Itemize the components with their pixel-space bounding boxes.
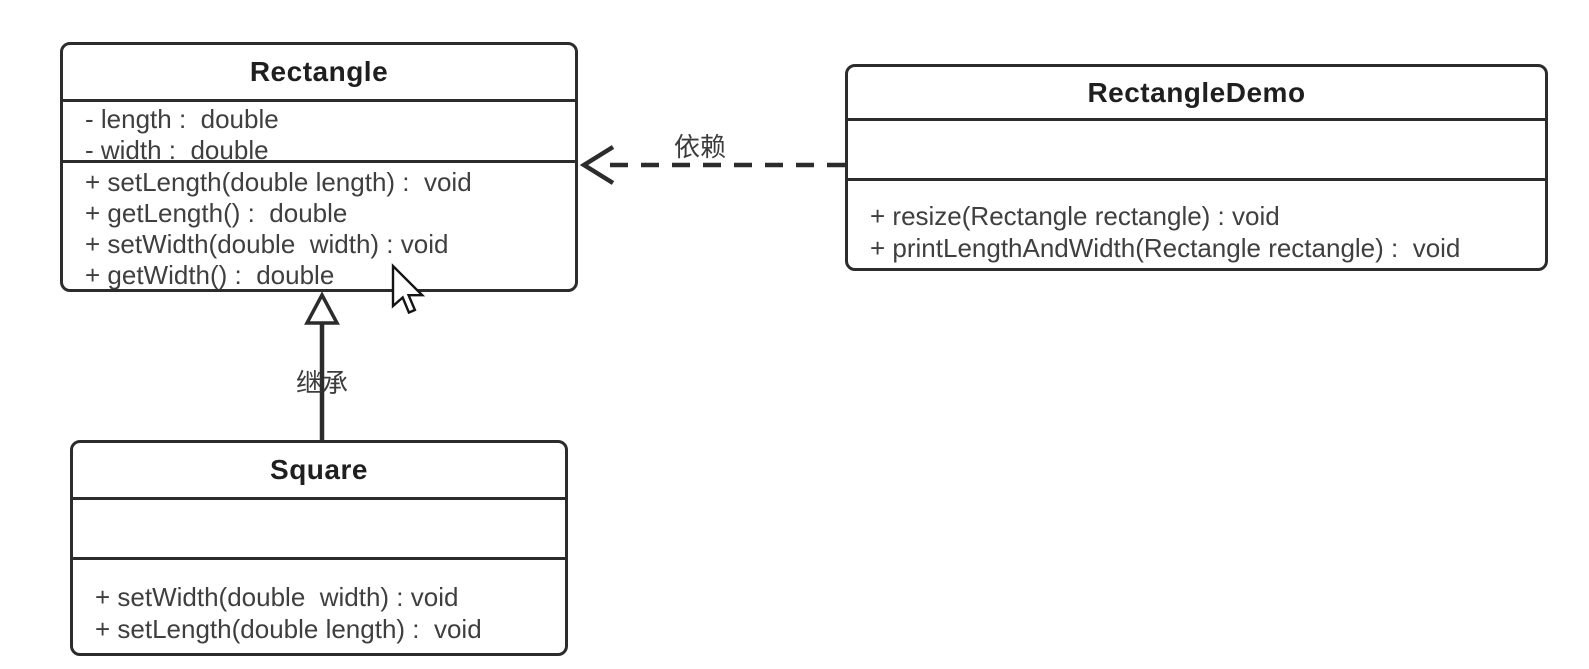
hollow-triangle-arrowhead-icon [304, 291, 340, 325]
class-attributes-rectangledemo [848, 121, 1545, 181]
class-box-rectangle[interactable]: Rectangle - length : double - width : do… [60, 42, 578, 292]
method-row: + setLength(double length) : void [95, 614, 482, 644]
method-row: + printLengthAndWidth(Rectangle rectangl… [870, 233, 1461, 263]
open-arrowhead-icon [579, 145, 615, 185]
attribute-row: - length : double [85, 104, 279, 134]
inheritance-label: 继承 [295, 368, 348, 398]
class-name: RectangleDemo [1087, 76, 1306, 108]
class-name: Square [270, 454, 368, 485]
dependency-label: 依赖 [673, 132, 726, 162]
class-attributes-square [73, 500, 565, 560]
class-box-square[interactable]: Square + setWidth(double width) : void +… [70, 440, 568, 656]
class-title-rectangle: Rectangle [63, 45, 575, 102]
attribute-row: - width : double [85, 135, 269, 163]
method-row: + getWidth() : double [85, 260, 335, 289]
method-row: + setLength(double length) : void [85, 167, 472, 197]
method-row: + setWidth(double width) : void [85, 229, 449, 259]
method-row: + resize(Rectangle rectangle) : void [870, 201, 1280, 231]
class-name: Rectangle [249, 56, 389, 87]
method-row: + getLength() : double [85, 198, 348, 228]
class-box-rectangledemo[interactable]: RectangleDemo + resize(Rectangle rectang… [845, 64, 1548, 271]
class-methods-square: + setWidth(double width) : void + setLen… [73, 560, 565, 653]
class-methods-rectangledemo: + resize(Rectangle rectangle) : void + p… [848, 181, 1545, 268]
class-title-rectangledemo: RectangleDemo [848, 67, 1545, 121]
method-row: + setWidth(double width) : void [95, 582, 459, 612]
class-title-square: Square [73, 443, 565, 500]
class-attributes-rectangle: - length : double - width : double [63, 102, 575, 163]
class-methods-rectangle: + setLength(double length) : void + getL… [63, 163, 575, 289]
